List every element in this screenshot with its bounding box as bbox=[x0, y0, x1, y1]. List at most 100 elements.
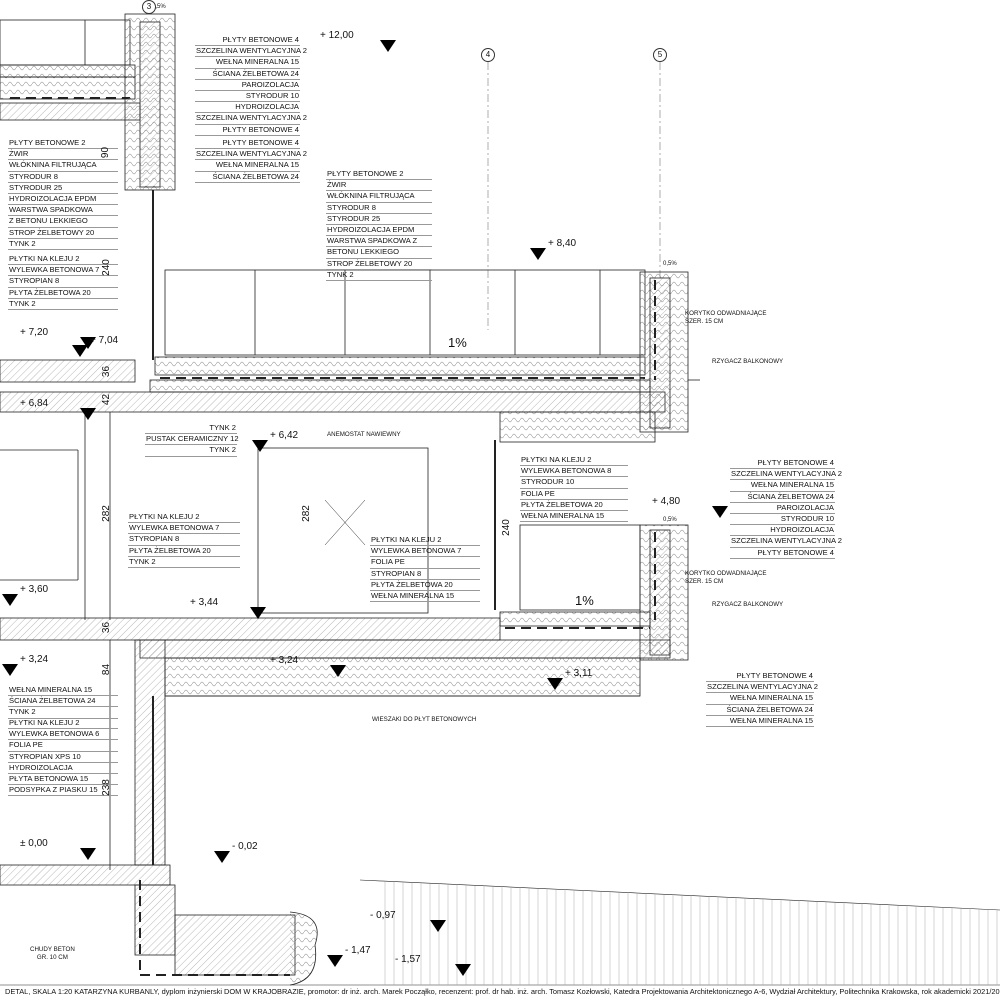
label-row: FOLIA PE bbox=[8, 740, 118, 752]
level-marker: + 3,44 bbox=[190, 597, 219, 608]
label-row: WŁÓKNINA FILTRUJĄCA bbox=[8, 160, 118, 172]
label-row: TYNK 2 bbox=[8, 239, 118, 250]
label-row: PŁYTA ŻELBETOWA 20 bbox=[520, 500, 628, 511]
label-row: WYLEWKA BETONOWA 6 bbox=[8, 729, 118, 741]
label-row: TYNK 2 bbox=[145, 423, 237, 435]
label-row: TYNK 2 bbox=[326, 270, 432, 281]
label-row: WARSTWA SPADKOWA Z bbox=[326, 236, 432, 248]
level-triangle-icon bbox=[72, 345, 88, 357]
label-row: TYNK 2 bbox=[128, 557, 240, 568]
level-triangle-icon bbox=[712, 506, 728, 518]
label-row: STYROPIAN 8 bbox=[128, 534, 240, 546]
label-row: STYROPIAN 8 bbox=[370, 569, 480, 580]
label-row: WEŁNA MINERALNA 15 bbox=[730, 480, 835, 492]
label-row: PŁYTKI NA KLEJU 2 bbox=[370, 535, 480, 547]
label-row: WARSTWA SPADKOWA bbox=[8, 205, 118, 217]
level-triangle-icon bbox=[430, 920, 446, 932]
label-row: SZCZELINA WENTYLACYJNA 2 bbox=[706, 682, 818, 694]
label-row: ŚCIANA ŻELBETOWA 24 bbox=[730, 492, 835, 503]
level-triangle-icon bbox=[2, 594, 18, 606]
label-row: WEŁNA MINERALNA 15 bbox=[706, 716, 814, 727]
label-row: Z BETONU LEKKIEGO bbox=[8, 216, 118, 228]
level-marker: + 6,84 bbox=[20, 398, 49, 409]
label-row: PŁYTA BETONOWA 15 bbox=[8, 774, 118, 786]
title-block-footer: DETAL, SKALA 1:20 KATARZYNA KURBANLY, dy… bbox=[5, 987, 1000, 996]
level-marker: + 12,00 bbox=[320, 30, 354, 41]
slope-upper: 1% bbox=[448, 335, 467, 350]
dim-240: 240 bbox=[100, 259, 112, 276]
label-row: HYDROIZOLACJA bbox=[730, 525, 835, 537]
level-triangle-icon bbox=[330, 665, 346, 677]
level-triangle-icon bbox=[250, 607, 266, 619]
dim-282-box: 282 bbox=[300, 505, 312, 522]
level-triangle-icon bbox=[327, 955, 343, 967]
label-row: PŁYTKI NA KLEJU 2 bbox=[128, 512, 240, 524]
label-row: PŁYTA ŻELBETOWA 20 bbox=[370, 580, 480, 591]
note-gutter-lower: KORYTKO ODWADNIAJĄCE SZER. 15 CM bbox=[685, 570, 767, 585]
label-row: TYNK 2 bbox=[145, 445, 237, 457]
level-triangle-icon bbox=[455, 964, 471, 976]
label-row: WEŁNA MINERALNA 15 bbox=[195, 160, 300, 172]
slope-small-lower: 0,5% bbox=[663, 517, 677, 523]
level-triangle-icon bbox=[80, 848, 96, 860]
label-row: PŁYTY BETONOWE 4 bbox=[706, 671, 814, 683]
note-spout-upper: RZYGACZ BALKONOWY bbox=[712, 358, 784, 365]
level-marker: + 7,04 bbox=[90, 335, 119, 346]
label-row: WEŁNA MINERALNA 15 bbox=[195, 57, 300, 69]
level-triangle-icon bbox=[380, 40, 396, 52]
level-marker: - 1,47 bbox=[345, 945, 371, 956]
dim-84: 84 bbox=[101, 663, 113, 676]
label-row: STYRODUR 8 bbox=[8, 172, 118, 183]
level-triangle-icon bbox=[530, 248, 546, 260]
level-marker: + 7,20 bbox=[20, 327, 49, 338]
label-row: HYDROIZOLACJA EPDM bbox=[326, 225, 432, 237]
level-marker: + 8,40 bbox=[548, 238, 577, 249]
label-row: WYLEWKA BETONOWA 7 bbox=[370, 546, 480, 558]
level-marker: + 3,24 bbox=[20, 654, 49, 665]
label-row: WEŁNA MINERALNA 15 bbox=[370, 591, 480, 603]
axis-marker-4: 4 bbox=[481, 48, 495, 62]
level-marker: + 3,60 bbox=[20, 584, 49, 595]
level-marker: - 1,57 bbox=[395, 954, 421, 965]
label-row: WYLEWKA BETONOWA 7 bbox=[8, 265, 118, 277]
label-row: SZCZELINA WENTYLACYJNA 2 bbox=[730, 536, 842, 548]
label-row: ŚCIANA ŻELBETOWA 24 bbox=[8, 696, 118, 708]
label-row: WEŁNA MINERALNA 15 bbox=[8, 685, 118, 697]
label-row: TYNK 2 bbox=[8, 707, 118, 719]
label-row: SZCZELINA WENTYLACYJNA 2 bbox=[195, 149, 307, 161]
level-marker: + 4,80 bbox=[652, 496, 681, 507]
label-row: ŻWIR bbox=[8, 149, 118, 161]
label-table-wall-top-a: PŁYTY BETONOWE 4 SZCZELINA WENTYLACYJNA 2… bbox=[195, 35, 307, 136]
level-marker: + 3,11 bbox=[565, 668, 593, 679]
label-row: STYRODUR 8 bbox=[326, 203, 432, 214]
dim-90: 90 bbox=[100, 146, 112, 159]
level-marker: ± 0,00 bbox=[20, 838, 48, 849]
label-row: HYDROIZOLACJA bbox=[8, 763, 118, 774]
label-row: WYLEWKA BETONOWA 8 bbox=[520, 466, 628, 478]
label-row: STROP ŻELBETOWY 20 bbox=[8, 228, 118, 239]
label-row: SZCZELINA WENTYLACYJNA 2 bbox=[195, 113, 307, 125]
label-row: PŁYTY BETONOWE 4 bbox=[195, 35, 300, 47]
label-row: STROP ŻELBETOWY 20 bbox=[326, 259, 432, 270]
label-row: ŚCIANA ŻELBETOWA 24 bbox=[195, 172, 300, 183]
label-row: PŁYTY BETONOWE 2 bbox=[326, 169, 432, 181]
level-triangle-icon bbox=[214, 851, 230, 863]
label-row: PŁYTKI NA KLEJU 2 bbox=[8, 254, 118, 266]
level-triangle-icon bbox=[2, 664, 18, 676]
label-row: PŁYTY BETONOWE 2 bbox=[8, 138, 118, 150]
level-marker: - 0,97 bbox=[370, 910, 396, 921]
label-row: WŁÓKNINA FILTRUJĄCA bbox=[326, 191, 432, 203]
label-row: WEŁNA MINERALNA 15 bbox=[706, 693, 814, 705]
slope-small-top: 0,5% bbox=[152, 4, 166, 10]
slope-small-upper: 0,5% bbox=[663, 261, 677, 267]
label-row: PŁYTY BETONOWE 4 bbox=[195, 138, 300, 150]
label-row: PŁYTY BETONOWE 4 bbox=[730, 548, 835, 559]
label-row: STYRODUR 25 bbox=[8, 183, 118, 194]
label-row: ŚCIANA ŻELBETOWA 24 bbox=[706, 705, 814, 716]
